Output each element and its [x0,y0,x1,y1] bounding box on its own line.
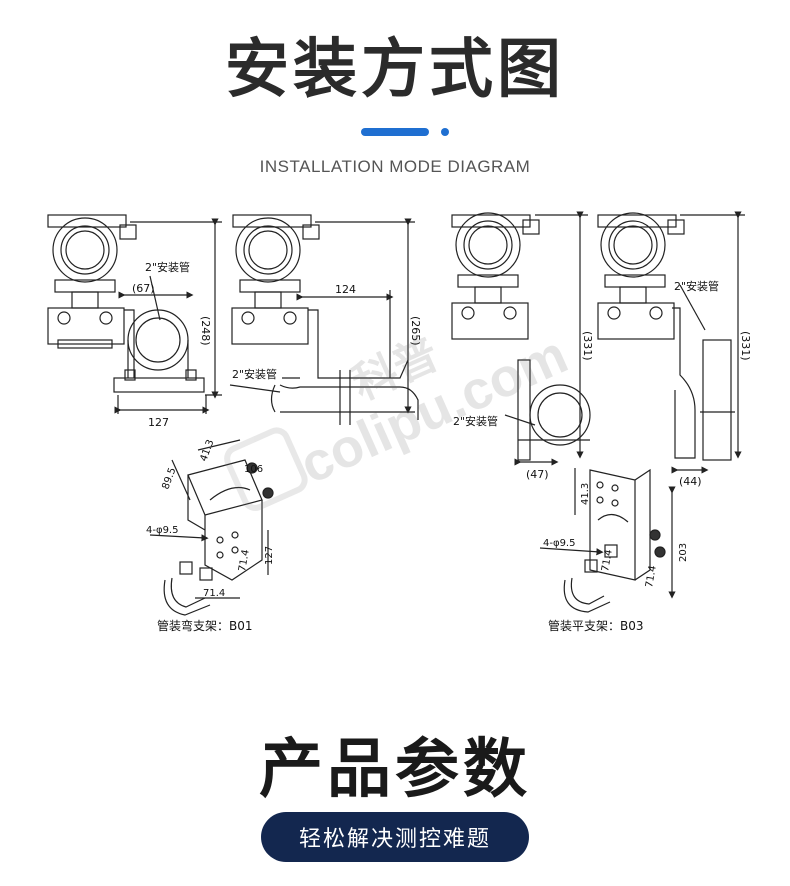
b03-dim-0: 41.3 [580,483,591,505]
view-2-dim-horizontal: 124 [335,283,356,296]
b03-caption: 管装平支架：B03 [548,618,644,633]
b03-dim-4: 203 [678,543,689,562]
b01-dim-5: 71.4 [237,549,252,573]
view-2-pipe-label: 2"安装管 [232,367,277,381]
view-3-dim-vertical: (331) [581,331,594,361]
b01-dim-2: 106 [244,464,263,475]
page-title: 安装方式图 [225,33,565,107]
installation-diagram: 2"安装管 (67) 127 (248) 2"安装管 124 (265) 2"安… [0,200,790,650]
view-1-dim-base: 127 [148,416,169,429]
view-4-drawing [597,211,745,474]
accent-dot [441,128,449,136]
b01-dim-3: 4-φ9.5 [146,525,178,536]
bracket-b01-drawing [149,439,274,616]
view-3-dim-base: (47) [526,468,549,481]
accent-bar [361,128,429,136]
b01-dim-6: 71.4 [203,588,225,599]
b01-caption: 管装弯支架：B01 [157,618,253,633]
b01-dim-1: 41.3 [198,438,216,463]
view-2-dim-vertical: (265) [409,316,422,346]
view-1-drawing [47,214,222,414]
b01-dim-4: 127 [264,546,275,565]
section-title-params: 产品参数 [259,733,531,807]
view-4-dim-vertical: (331) [739,331,752,361]
view-4-pipe-label: 2"安装管 [674,279,719,293]
b01-dim-0: 89.5 [160,466,178,491]
page-subtitle: INSTALLATION MODE DIAGRAM [259,157,531,176]
view-4-dim-base: (44) [679,475,702,488]
bracket-b03-drawing [539,468,676,613]
view-1-dim-horizontal: (67) [132,282,155,295]
params-badge: 轻松解决测控难题 [261,812,529,862]
view-2-drawing [229,214,419,425]
installation-drawing: 2"安装管 (67) 127 (248) 2"安装管 124 (265) 2"安… [47,211,752,633]
view-1-dim-vertical: (248) [199,316,212,346]
view-3-drawing [451,211,591,466]
b03-dim-1: 4-φ9.5 [543,538,575,549]
view-1-pipe-label: 2"安装管 [145,260,190,274]
view-3-pipe-label: 2"安装管 [453,414,498,428]
b03-dim-2: 71.4 [600,549,615,573]
b03-dim-3: 71.4 [644,565,659,589]
